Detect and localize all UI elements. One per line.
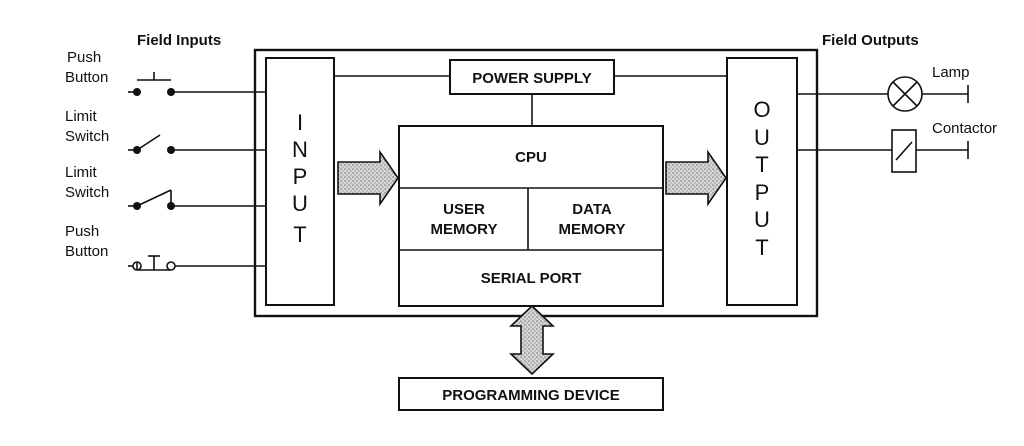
output-module [726,57,798,306]
power-supply-label: POWER SUPPLY [472,70,591,87]
output-letter: P [755,180,770,205]
output-letter: O [753,97,770,122]
push-button-no-icon [128,72,175,96]
input-to-cpu-arrow [337,149,399,207]
user-memory-label-1: USER [443,201,485,218]
output-letter: T [755,152,768,177]
input-letter: N [292,137,308,162]
output-label: Contactor [932,120,997,137]
programming-device-box [398,377,664,411]
cpu-to-output-arrow [665,149,727,207]
field-outputs-header: Field Outputs [822,32,919,49]
output-label: Lamp [932,64,970,81]
data-memory-label-1: DATA [572,201,612,218]
field-output-contactor: Contactor [797,120,997,173]
limit-switch-closed-icon [128,189,175,210]
output-letter: U [754,207,770,232]
serial-port-label: SERIAL PORT [481,270,582,287]
programming-device-label: PROGRAMMING DEVICE [442,387,620,404]
input-module-label: I N P U T [292,110,308,247]
output-module-label: O U T P U T [753,97,770,260]
input-label-line1: Push [67,49,101,66]
cpu-block [398,125,664,307]
field-output-lamp: Lamp [797,64,970,112]
input-label-line1: Limit [65,164,98,181]
power-supply-box [449,59,615,95]
output-letter: T [755,235,768,260]
cpu-label: CPU [515,149,547,166]
push-button-nc-icon [128,255,176,271]
field-input-limit-switch-2: Limit Switch [65,164,266,210]
input-letter: P [293,164,308,189]
input-label-line2: Switch [65,184,109,201]
user-memory-label-2: MEMORY [431,221,498,238]
data-memory-label-2: MEMORY [559,221,626,238]
field-input-limit-switch-1: Limit Switch [65,108,266,154]
field-input-push-button-2: Push Button [65,223,266,271]
input-label-line2: Button [65,243,108,260]
input-label-line2: Button [65,69,108,86]
input-letter: U [292,191,308,216]
output-letter: U [754,125,770,150]
field-inputs-header: Field Inputs [137,32,221,49]
limit-switch-open-icon [128,134,175,154]
input-letter: I [297,110,303,135]
contactor-coil-icon [891,129,917,173]
input-module [265,57,335,306]
input-label-line1: Limit [65,108,98,125]
lamp-icon [887,76,923,112]
input-label-line1: Push [65,223,99,240]
input-label-line2: Switch [65,128,109,145]
input-letter: T [293,222,306,247]
field-input-push-button-1: Push Button [65,49,266,96]
serial-port-bidirectional-arrow [509,304,555,376]
